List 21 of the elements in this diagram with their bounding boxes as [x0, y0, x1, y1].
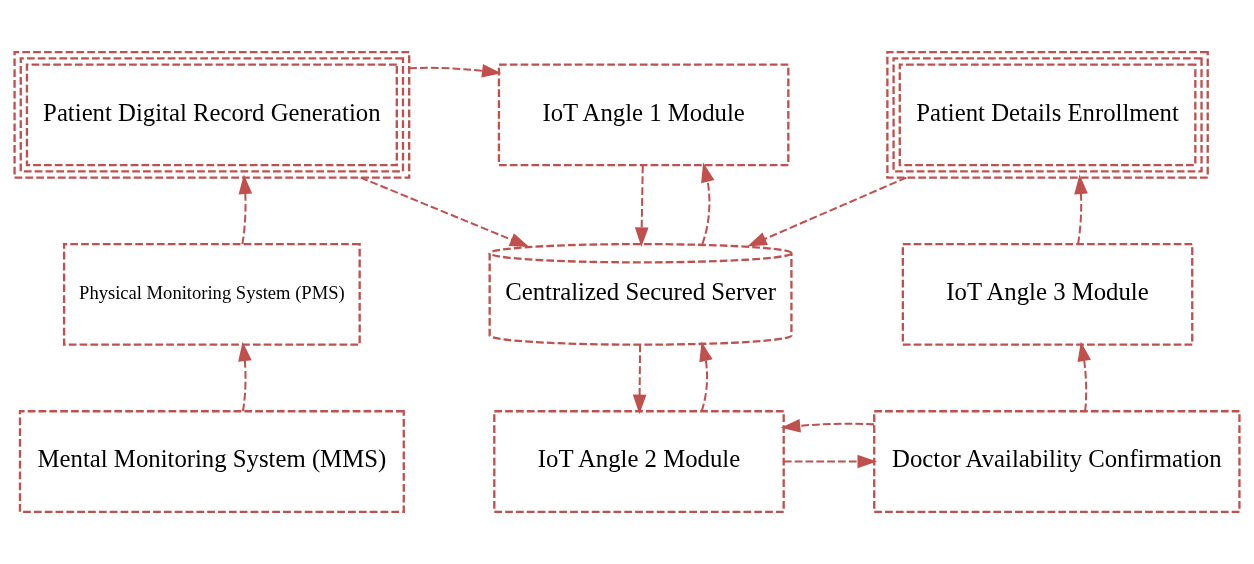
arrow — [238, 341, 252, 412]
arrow — [699, 341, 713, 412]
node-box: IoT Angle 3 Module — [901, 242, 1194, 346]
arrow — [780, 418, 874, 433]
arrow — [360, 176, 530, 248]
node-box: Mental Monitoring System (MMS) — [18, 410, 405, 513]
arrow — [747, 176, 907, 247]
arrow — [1074, 174, 1088, 245]
node-box: Doctor Availability Confirmation — [873, 410, 1241, 513]
arrow — [1077, 341, 1091, 412]
node-box: IoT Angle 1 Module — [497, 63, 790, 167]
node-box: Patient Digital Record Generation — [13, 51, 411, 179]
arrow — [409, 64, 502, 78]
arrow — [634, 165, 649, 247]
node-box: Patient Details Enrollment — [886, 51, 1209, 179]
node-box: IoT Angle 2 Module — [493, 410, 785, 513]
arrow — [701, 162, 715, 245]
arrow — [632, 344, 647, 415]
arrow — [783, 454, 877, 469]
arrow — [238, 174, 253, 245]
node-box: Physical Monitoring System (PMS) — [62, 242, 361, 346]
